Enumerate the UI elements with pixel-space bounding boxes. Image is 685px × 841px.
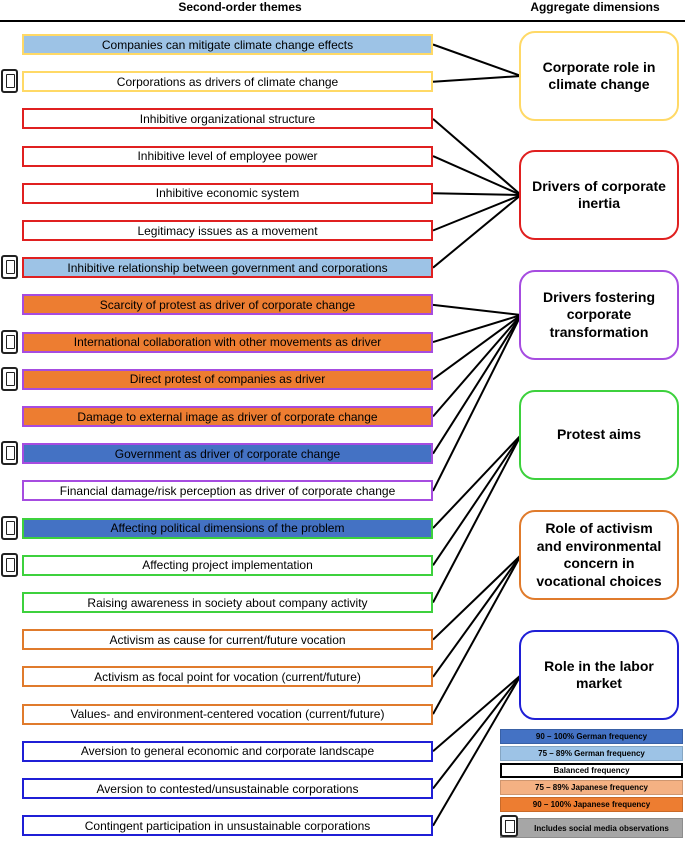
theme-label: Affecting project implementation: [142, 558, 313, 573]
theme-label: Direct protest of companies as driver: [129, 372, 326, 387]
theme-box: Inhibitive economic system: [22, 182, 433, 204]
theme-box: Inhibitive organizational structure: [22, 108, 433, 130]
social-media-device-icon: [1, 515, 18, 540]
theme-to-dimension-connector: [432, 43, 522, 77]
dimension-label: Corporate role in climate change: [542, 58, 656, 93]
theme-to-dimension-connector: [432, 554, 522, 641]
theme-box: Corporations as drivers of climate chang…: [22, 71, 433, 93]
theme-to-dimension-connector: [432, 314, 522, 344]
theme-label: Inhibitive relationship between governme…: [67, 260, 388, 275]
legend-label: 75 – 89% Japanese frequency: [535, 783, 648, 792]
theme-label: Scarcity of protest as driver of corpora…: [99, 297, 356, 312]
theme-box: Government as driver of corporate change: [22, 443, 433, 465]
theme-box: Aversion to contested/unsustainable corp…: [22, 778, 433, 799]
theme-box: Affecting project implementation: [22, 554, 433, 576]
dimension-box: Protest aims: [519, 390, 679, 480]
theme-box: Affecting political dimensions of the pr…: [22, 517, 433, 539]
theme-label: Corporations as drivers of climate chang…: [116, 74, 339, 89]
theme-label: Inhibitive economic system: [155, 186, 300, 201]
aggregate-dimensions-header: Aggregate dimensions: [530, 0, 660, 14]
theme-label: Companies can mitigate climate change ef…: [101, 37, 354, 52]
social-media-device-icon: [1, 441, 18, 466]
theme-box: Legitimacy issues as a movement: [22, 220, 433, 241]
theme-box: Aversion to general economic and corpora…: [22, 740, 433, 762]
legend-item: 90 – 100% Japanese frequency: [500, 797, 683, 812]
theme-box: Direct protest of companies as driver: [22, 368, 433, 390]
dimension-box: Role in the labor market: [519, 630, 679, 720]
theme-to-dimension-connector: [432, 434, 522, 529]
social-media-device-icon: [1, 552, 18, 577]
dimension-label: Protest aims: [556, 426, 642, 443]
theme-label: Inhibitive organizational structure: [139, 111, 316, 126]
theme-box: Contingent participation in unsustainabl…: [22, 815, 433, 837]
theme-to-dimension-connector: [432, 554, 522, 678]
theme-to-dimension-connector: [432, 554, 522, 715]
theme-box: Values- and environment-centered vocatio…: [22, 703, 433, 725]
theme-label: Government as driver of corporate change: [114, 446, 341, 461]
theme-label: Contingent participation in unsustainabl…: [84, 818, 371, 833]
theme-box: Activism as cause for current/future voc…: [22, 629, 433, 651]
theme-to-dimension-connector: [432, 194, 522, 269]
theme-label: Values- and environment-centered vocatio…: [70, 707, 385, 722]
dimension-box: Drivers of corporate inertia: [519, 150, 679, 240]
legend-label: Balanced frequency: [553, 766, 630, 775]
social-media-device-icon: [500, 815, 518, 837]
theme-box: Scarcity of protest as driver of corpora…: [22, 294, 433, 316]
legend-label: 90 – 100% Japanese frequency: [532, 800, 651, 809]
theme-to-dimension-connector: [432, 434, 522, 603]
theme-box: International collaboration with other m…: [22, 331, 433, 353]
theme-to-dimension-connector: [432, 194, 522, 232]
dimension-label: Drivers of corporate inertia: [532, 177, 666, 212]
theme-box: Inhibitive relationship between governme…: [22, 257, 433, 279]
theme-to-dimension-connector: [432, 314, 522, 455]
theme-to-dimension-connector: [432, 314, 522, 418]
theme-label: Legitimacy issues as a movement: [137, 223, 318, 238]
theme-to-dimension-connector: [432, 75, 522, 83]
theme-label: Aversion to general economic and corpora…: [80, 744, 375, 759]
theme-label: Aversion to contested/unsustainable corp…: [96, 781, 359, 796]
dimension-box: Role of activism and environmental conce…: [519, 510, 679, 600]
social-media-device-icon: [1, 329, 18, 354]
second-order-themes-header: Second-order themes: [178, 0, 302, 14]
dimension-label: Role in the labor market: [544, 657, 654, 692]
theme-box: Inhibitive level of employee power: [22, 145, 433, 167]
legend-label: 90 – 100% German frequency: [535, 732, 648, 741]
theme-to-dimension-connector: [432, 303, 522, 316]
theme-label: Financial damage/risk perception as driv…: [59, 483, 396, 498]
social-media-device-icon: [1, 255, 18, 280]
social-media-device-icon: [1, 69, 18, 94]
dimension-label: Role of activism and environmental conce…: [536, 520, 662, 589]
dimension-box: Corporate role in climate change: [519, 31, 679, 121]
legend-item: 75 – 89% Japanese frequency: [500, 780, 683, 795]
legend-item: Includes social media observations: [500, 818, 683, 838]
theme-label: Raising awareness in society about compa…: [87, 595, 368, 610]
theme-box: Companies can mitigate climate change ef…: [22, 34, 433, 55]
header-divider: [0, 20, 685, 22]
theme-to-dimension-connector: [432, 192, 522, 196]
legend-item: 90 – 100% German frequency: [500, 729, 683, 744]
theme-box: Damage to external image as driver of co…: [22, 406, 433, 427]
theme-to-dimension-connector: [432, 434, 522, 566]
theme-label: Affecting political dimensions of the pr…: [110, 521, 345, 536]
dimension-label: Drivers fostering corporate transformati…: [542, 288, 656, 340]
legend-label: 75 – 89% German frequency: [538, 749, 645, 758]
legend-item: 75 – 89% German frequency: [500, 746, 683, 761]
theme-box: Activism as focal point for vocation (cu…: [22, 666, 433, 688]
theme-label: Damage to external image as driver of co…: [77, 409, 378, 424]
theme-box: Financial damage/risk perception as driv…: [22, 480, 433, 502]
legend-item: Balanced frequency: [500, 763, 683, 778]
theme-label: Activism as focal point for vocation (cu…: [94, 669, 361, 684]
theme-to-dimension-connector: [432, 314, 522, 381]
theme-label: Activism as cause for current/future voc…: [109, 632, 346, 647]
social-media-device-icon: [1, 366, 18, 391]
theme-label: Inhibitive level of employee power: [137, 149, 318, 164]
dimension-box: Drivers fostering corporate transformati…: [519, 270, 679, 360]
theme-to-dimension-connector: [432, 314, 522, 492]
theme-label: International collaboration with other m…: [73, 335, 382, 350]
theme-to-dimension-connector: [432, 118, 522, 196]
theme-box: Raising awareness in society about compa…: [22, 592, 433, 613]
theme-to-dimension-connector: [432, 155, 522, 196]
legend-label: Includes social media observations: [534, 823, 669, 833]
